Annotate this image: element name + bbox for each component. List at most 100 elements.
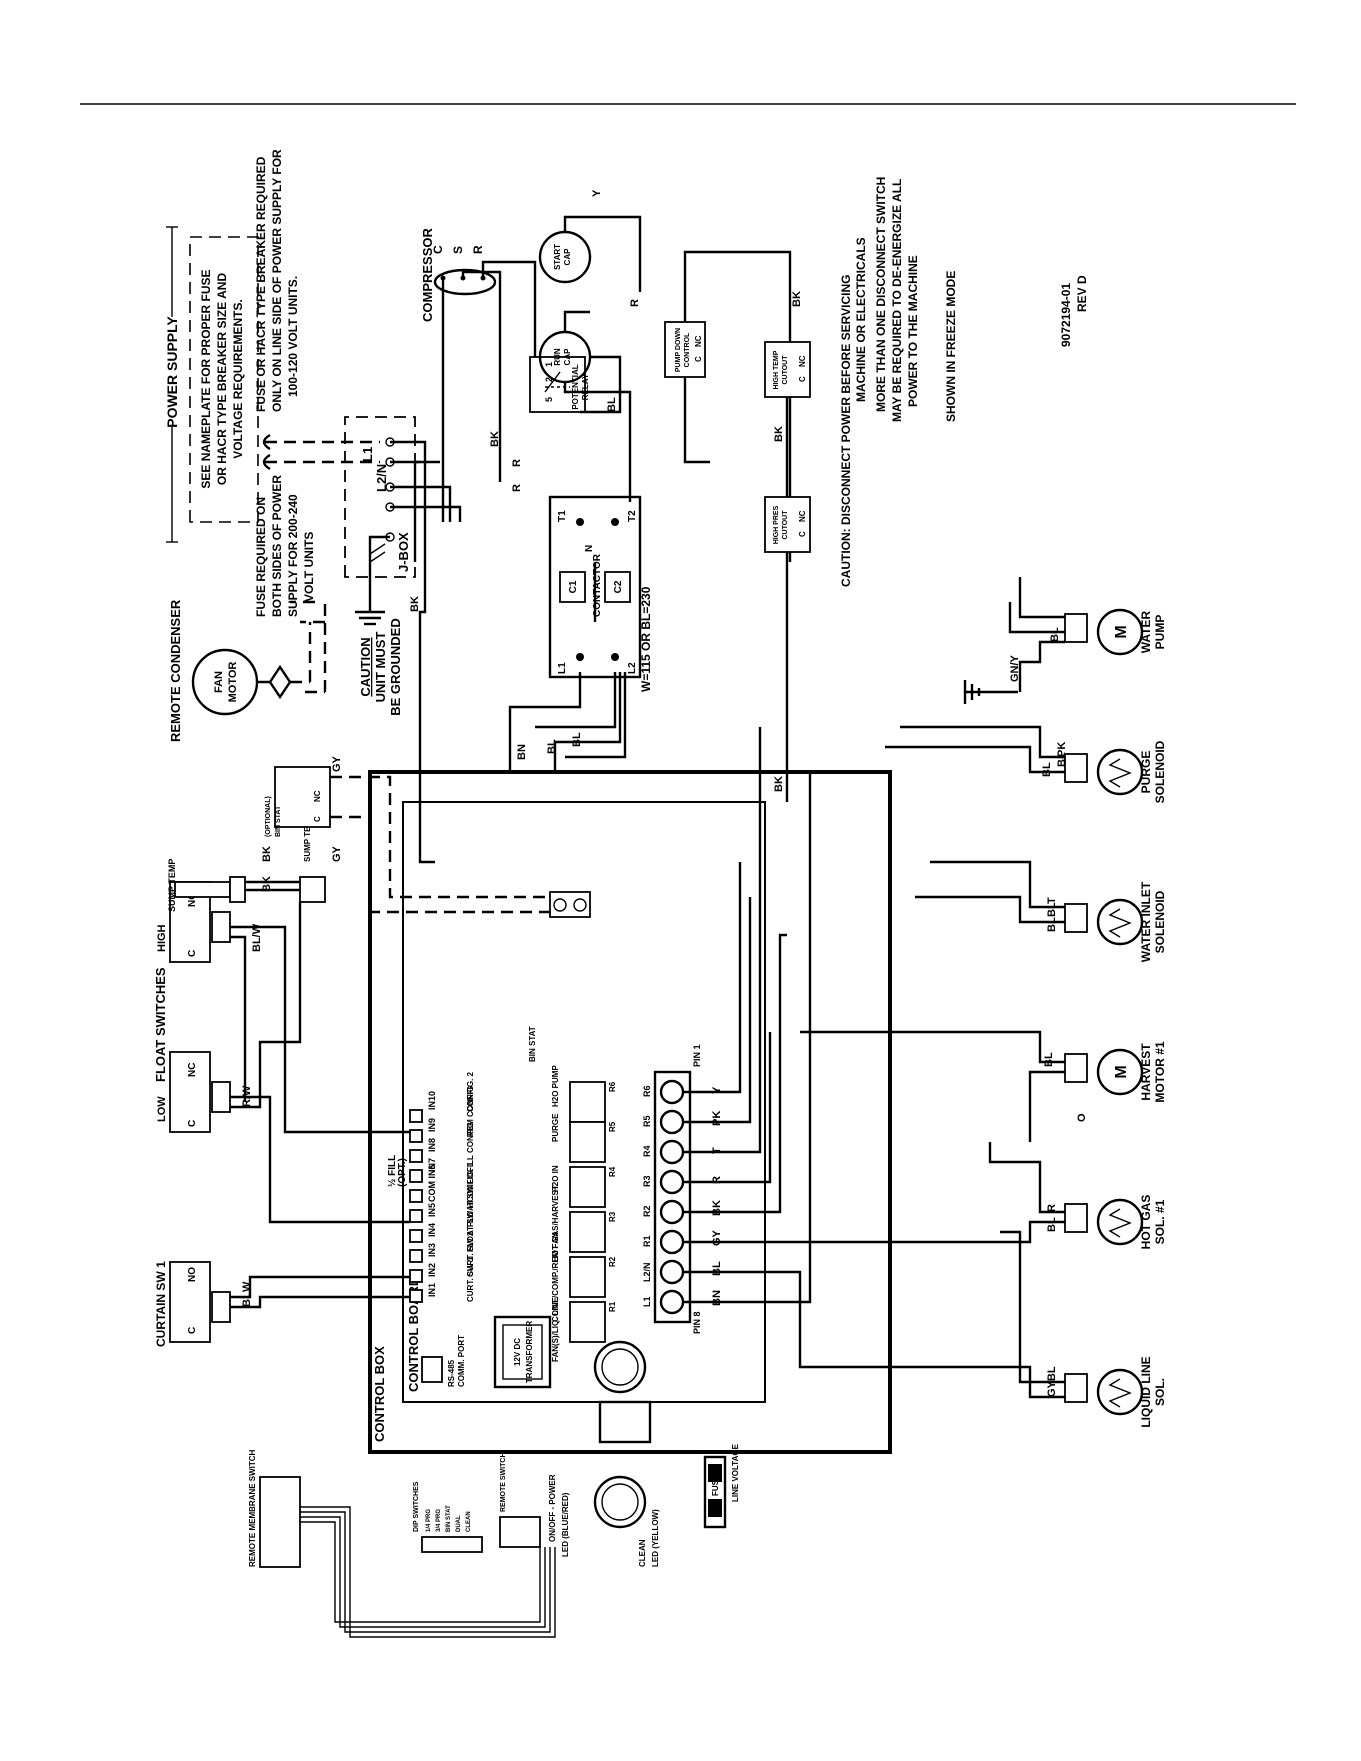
remote-condenser-label: REMOTE CONDENSER bbox=[168, 599, 183, 742]
relay-r2: R2 bbox=[608, 1256, 617, 1267]
dip-label-1: 1/4 PRG bbox=[426, 1509, 432, 1532]
remote-membrane-switch: REMOTE MEMBRANE SWITCH bbox=[248, 1449, 556, 1638]
float-high-c: C bbox=[187, 950, 198, 957]
dip-switches-label: DIP SWITCHES bbox=[413, 1481, 420, 1532]
relay-label-cont: CONT./COMP./REM FAN bbox=[551, 1232, 560, 1322]
board-capacitor-1 bbox=[593, 1340, 647, 1394]
relay-label-h2o-in: H2O IN bbox=[551, 1165, 560, 1192]
fill-opt: (OPT.) bbox=[397, 1158, 408, 1187]
fuse-note-high-1: FUSE REQUIRED ON bbox=[254, 497, 268, 617]
pin-r2: R2 bbox=[642, 1205, 652, 1217]
high-temp-nc: NC bbox=[798, 355, 807, 367]
power-supply-note-2: OR HACR TYPE BREAKER SIZE AND bbox=[215, 273, 229, 486]
power-supply-block: POWER SUPPLY SEE NAMEPLATE FOR PROPER FU… bbox=[164, 149, 380, 624]
fuse-note-high-3: SUPPLY FOR 200-240 bbox=[286, 494, 300, 617]
curtain-no: NO bbox=[187, 1267, 198, 1282]
remote-switch-label: REMOTE SWITCH bbox=[500, 1453, 507, 1513]
led-curt2: CURT. SW 2 bbox=[466, 1231, 475, 1277]
contactor-n: N bbox=[584, 545, 595, 552]
purge-solenoid: PURGE SOLENOID BL BL PK bbox=[1041, 740, 1167, 803]
transformer-label-1: 12V DC bbox=[513, 1338, 522, 1366]
caution-service-5: POWER TO THE MACHINE bbox=[906, 255, 920, 407]
dip-label-5: CLEAN bbox=[466, 1511, 472, 1532]
fuse-note-low-2: ONLY ON LINE SIDE OF POWER SUPPLY FOR bbox=[270, 149, 284, 412]
remote-membrane-label: REMOTE MEMBRANE SWITCH bbox=[248, 1449, 257, 1567]
potential-relay-label-1: POTENTIAL bbox=[571, 364, 580, 409]
caution-service-3: MORE THAN ONE DISCONNECT SWITCH bbox=[874, 177, 888, 412]
board-relays: R6 R5 R4 R3 R2 R1 H2O PUMP PURGE H2O IN … bbox=[551, 1065, 617, 1362]
relay-r3: R3 bbox=[608, 1211, 617, 1222]
revision: REV D bbox=[1075, 275, 1089, 312]
caution-service: CAUTION: DISCONNECT POWER BEFORE SERVICI… bbox=[839, 177, 920, 587]
harvest-motor: M HARVEST MOTOR #1 BL O bbox=[1043, 1041, 1167, 1122]
transformer-label-2: TRANSFORMER bbox=[525, 1321, 534, 1383]
bin-stat-wire-gy-2: GY bbox=[331, 755, 343, 772]
caution-service-2: MACHINE OR ELECTRICALS bbox=[854, 237, 868, 402]
hot-gas-wire-r: R bbox=[1046, 1204, 1058, 1212]
pin-start: PIN 1 bbox=[692, 1044, 702, 1067]
relay-label-purge: PURGE bbox=[551, 1113, 560, 1142]
curtain-switch-label: CURTAIN SW 1 bbox=[154, 1261, 168, 1347]
water-pump-wire-bl: BL bbox=[1049, 627, 1061, 642]
water-pump-label-2: PUMP bbox=[1153, 615, 1167, 650]
jbox-l2n: L2/N bbox=[374, 464, 389, 492]
input-in2: IN2 bbox=[427, 1263, 437, 1277]
compressor-term-s: S bbox=[451, 246, 465, 254]
fan-motor-label-1: FAN bbox=[213, 671, 225, 693]
float-switch-low: LOW C NC R/W bbox=[156, 1051, 253, 1133]
wire-label-bk-jbox: BK bbox=[409, 596, 421, 612]
curtain-switch: CURTAIN SW 1 C NO W BL bbox=[154, 1261, 253, 1347]
purge-wire-pk: PK bbox=[1056, 742, 1068, 757]
control-box-label: CONTROL BOX bbox=[372, 1346, 387, 1442]
board-capacitor-2 bbox=[593, 1475, 647, 1529]
bin-stat: (OPTIONAL) BIN STAT C NC GY GY bbox=[265, 755, 343, 862]
jbox-label: J-BOX bbox=[396, 532, 411, 572]
high-pres-cutout: HIGH PRES CUTOUT C NC bbox=[764, 496, 811, 553]
input-in5: IN5 bbox=[427, 1203, 437, 1217]
sump-temp: SUMP TEMP SUMP TEMP BK BK bbox=[167, 814, 326, 912]
contactor-label: CONTACTOR bbox=[592, 553, 603, 617]
curtain-wire-w: W bbox=[241, 1281, 253, 1292]
remote-condenser: REMOTE CONDENSER FAN MOTOR bbox=[168, 599, 327, 742]
input-in7: IN7 bbox=[427, 1158, 437, 1172]
ground-symbol: CAUTION UNIT MUST BE GROUNDED bbox=[355, 535, 403, 716]
float-switches-title: FLOAT SWITCHES bbox=[153, 967, 168, 1082]
led-rem-config: REM CONFIG bbox=[466, 1086, 475, 1137]
pin-connector: PIN 1 PIN 8 R6 R5 R4 R3 R2 R1 L2/N L1 Y … bbox=[642, 1044, 723, 1334]
run-cap-label-1: RUN bbox=[553, 348, 562, 366]
led-float-hi: FLOAT SW HI bbox=[466, 1201, 475, 1252]
power-supply-note-3: VOLTAGE REQUIREMENTS. bbox=[231, 299, 245, 459]
float-high-wire: BL/W bbox=[251, 923, 263, 952]
dip-switches: DIP SWITCHES 1/4 PRG 3/4 PRG BIN STAT DU… bbox=[413, 1481, 483, 1553]
power-supply-title: POWER SUPPLY bbox=[164, 316, 180, 428]
pump-down-control: PUMP DOWN CONTROL C NC bbox=[664, 321, 706, 378]
contactor: C1 C2 N CONTACTOR T1 T2 L1 L2 bbox=[548, 495, 642, 679]
remote-switch: REMOTE SWITCH bbox=[499, 1453, 541, 1548]
input-in10: IN10 bbox=[427, 1091, 437, 1110]
wire-label-r-cap: R bbox=[629, 299, 641, 307]
hot-gas-solenoid: HOT GAS SOL. #1 BL R bbox=[1046, 1195, 1167, 1250]
relay-r1: R1 bbox=[608, 1301, 617, 1312]
fuse-note-high-4: VOLT UNITS bbox=[302, 532, 316, 602]
high-temp-cutout: HIGH TEMP CUTOUT C NC bbox=[764, 341, 811, 398]
power-supply-note-1: SEE NAMEPLATE FOR PROPER FUSE bbox=[199, 269, 213, 488]
liquid-line-label-2: SOL. bbox=[1153, 1378, 1167, 1406]
board-block bbox=[598, 1400, 652, 1444]
purge-label-2: SOLENOID bbox=[1153, 740, 1167, 803]
pin-r3: R3 bbox=[642, 1175, 652, 1187]
relay-label-fan: FAN(S)/LIQ. LINE bbox=[551, 1296, 560, 1362]
bin-stat-connector bbox=[549, 891, 591, 918]
compressor-term-r: R bbox=[471, 245, 485, 254]
voltage-note: W=115 OR BL=230 bbox=[639, 586, 653, 692]
bin-stat-nc: NC bbox=[313, 790, 322, 802]
wire-label-bk-lower: BK bbox=[773, 776, 785, 792]
input-com-in6: COM IN6 bbox=[427, 1164, 437, 1202]
sump-wire-bk-2: BK bbox=[261, 876, 273, 892]
hot-gas-label-1: HOT GAS bbox=[1139, 1195, 1153, 1250]
contactor-c1: C1 bbox=[568, 580, 579, 593]
pin-wire-gy: GY bbox=[711, 1229, 723, 1246]
pin-wire-t: T bbox=[711, 1147, 723, 1154]
led-curt1: CURT. SW 1 bbox=[466, 1256, 475, 1302]
high-temp-label-2: CUTOUT bbox=[782, 355, 789, 385]
